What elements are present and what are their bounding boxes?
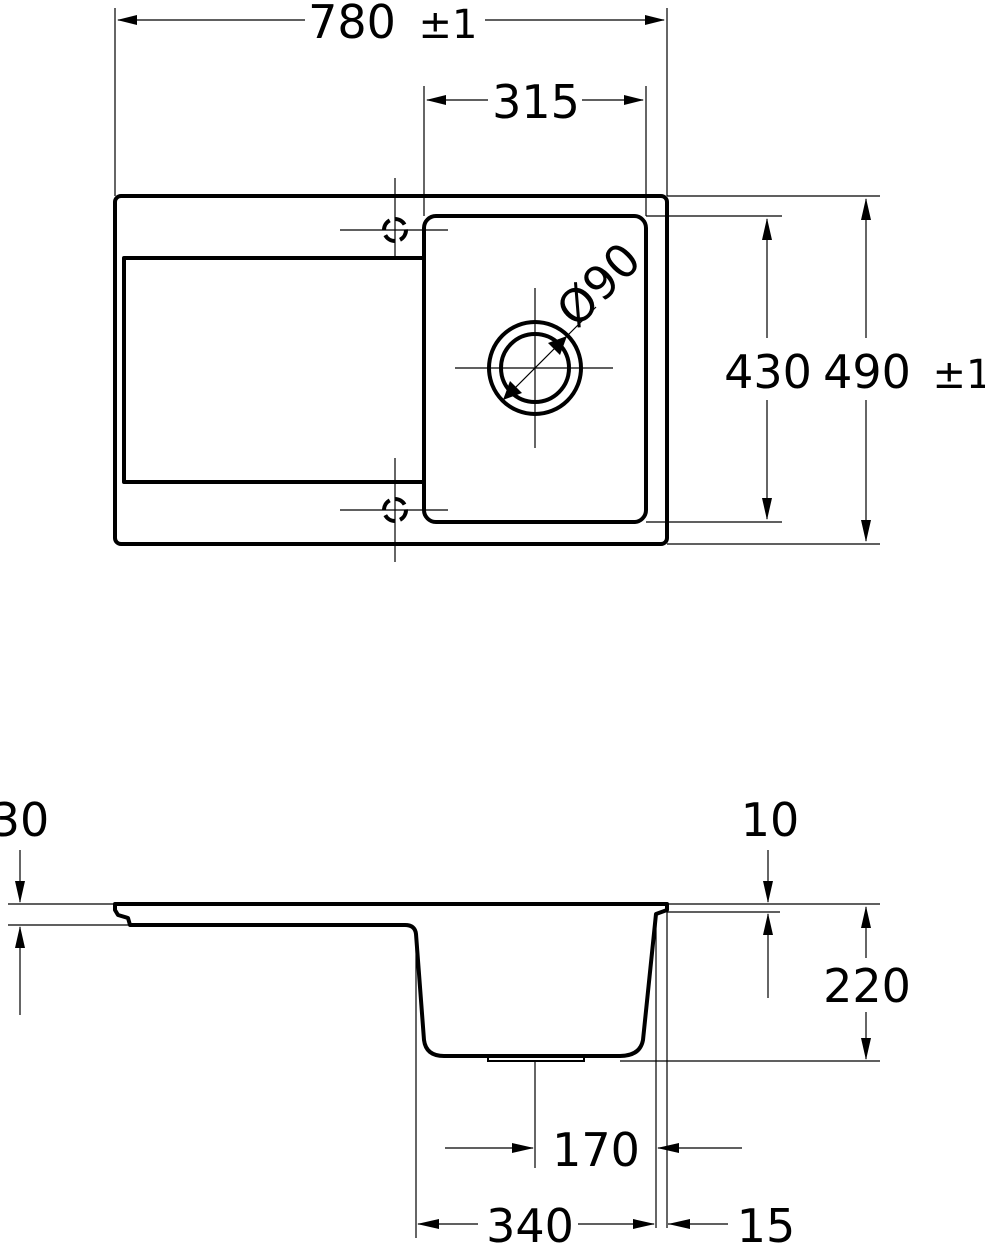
drainer-board	[122, 256, 424, 484]
dim-overall-depth: 490 ±1	[667, 195, 985, 545]
dim-drain-diameter: Ø90	[502, 232, 651, 401]
sink-outline	[113, 194, 669, 546]
dim-overall-width-value: 780	[308, 0, 396, 49]
dim-bowl-outer-width: 340	[417, 1199, 655, 1245]
dim-drain-offset-value: 170	[552, 1123, 640, 1177]
dim-overall-width-tolerance: ±1	[419, 2, 478, 48]
tap-hole-top	[340, 178, 448, 258]
dim-overall-depth-value: 490	[823, 345, 911, 399]
dim-overall-depth-tolerance: ±1	[933, 352, 985, 398]
dim-bowl-depth: 430	[646, 215, 812, 523]
dim-bowl-height: 220	[620, 906, 911, 1062]
sink-profile	[113, 902, 669, 1058]
dim-bowl-outer-width-value: 340	[486, 1199, 574, 1245]
top-view: 780 ±1 315 430	[113, 0, 985, 562]
dim-thickness-left: 30	[0, 793, 130, 1015]
dim-thickness-right-value: 10	[741, 793, 800, 847]
side-view: 30 10 220	[0, 793, 911, 1245]
dim-bowl-width-value: 315	[492, 75, 580, 129]
dim-bowl-height-value: 220	[823, 959, 911, 1013]
dim-bowl-depth-value: 430	[724, 345, 812, 399]
dim-rim-overhang: 15	[668, 1199, 795, 1245]
dim-drain-offset: 170	[445, 1123, 742, 1177]
dim-rim-overhang-value: 15	[737, 1199, 796, 1245]
dim-thickness-right: 10	[667, 793, 880, 998]
bowl-outline	[422, 214, 648, 524]
tap-hole-bottom	[340, 458, 448, 562]
dim-thickness-left-value: 30	[0, 793, 49, 847]
drain-stub	[487, 1054, 585, 1062]
dim-bowl-width: 315	[423, 75, 647, 216]
dim-drain-diameter-value: Ø90	[546, 232, 651, 337]
dim-overall-width: 780 ±1	[114, 0, 668, 196]
